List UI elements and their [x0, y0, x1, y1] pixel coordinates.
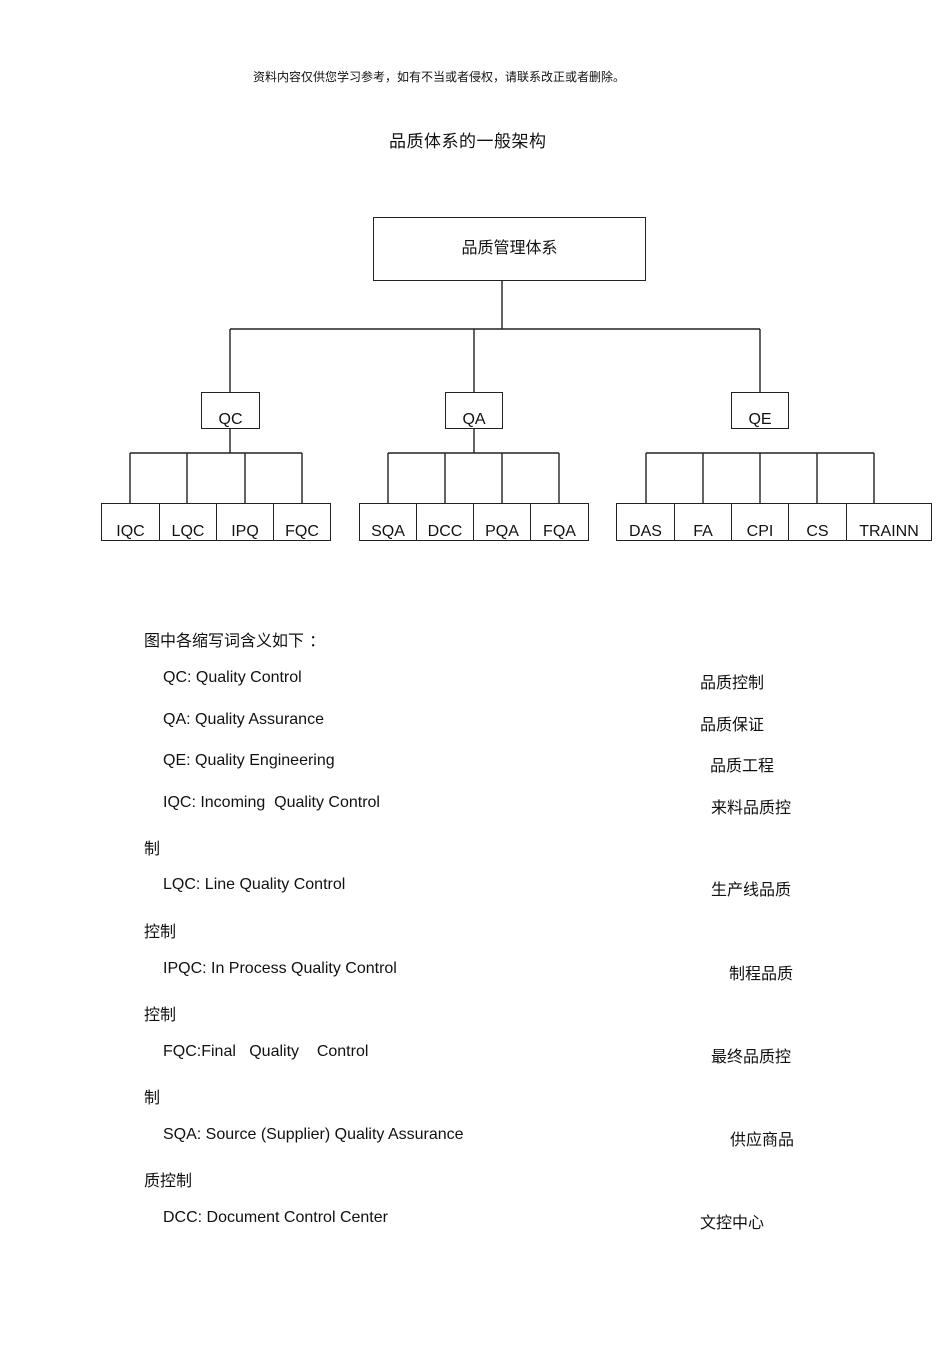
org-leaf-box: DAS — [616, 503, 675, 541]
legend-term: QA: Quality Assurance — [163, 711, 324, 728]
legend-meaning-continued: 制 — [144, 839, 161, 858]
leaf-label: FA — [693, 523, 713, 540]
leaf-label: FQC — [285, 523, 319, 540]
legend-term: LQC: Line Quality Control — [163, 876, 346, 893]
legend-heading: 图中各缩写词含义如下 ： — [144, 631, 326, 650]
org-leaf-box: SQA — [359, 503, 417, 541]
org-root-label: 品质管理体系 — [461, 238, 558, 257]
legend-term: DCC: Document Control Center — [163, 1209, 388, 1226]
legend-meaning: 最终品质控 — [711, 1047, 792, 1066]
legend-meaning-continued: 控制 — [144, 922, 177, 941]
leaf-label: PQA — [485, 523, 519, 540]
legend-term: IPQC: In Process Quality Control — [163, 960, 397, 977]
legend-meaning: 制程品质 — [729, 964, 794, 983]
leaf-label: TRAINN — [859, 523, 919, 540]
legend-meaning: 品质保证 — [700, 715, 765, 734]
leaf-label: CPI — [746, 523, 774, 540]
leaf-label: IPQ — [231, 523, 259, 540]
legend-term: FQC:Final Quality Control — [163, 1043, 369, 1060]
legend-meaning: 生产线品质 — [711, 880, 792, 899]
document-title: 品质体系的一般架构 — [389, 132, 547, 152]
org-leaf-box: FQA — [530, 503, 589, 541]
legend-meaning-continued: 控制 — [144, 1005, 177, 1024]
org-branch-qe: QE — [731, 392, 789, 429]
org-leaf-box: TRAINN — [846, 503, 932, 541]
legend-meaning: 品质控制 — [700, 673, 765, 692]
legend-meaning-continued: 制 — [144, 1088, 161, 1107]
leaf-label: DAS — [629, 523, 662, 540]
org-leaf-box: IPQ — [216, 503, 274, 541]
legend-meaning-continued: 质控制 — [144, 1171, 193, 1190]
branch-label: QC — [218, 411, 243, 428]
org-leaf-box: FA — [674, 503, 732, 541]
leaf-label: SQA — [371, 523, 405, 540]
leaf-label: CS — [806, 523, 829, 540]
legend-term: QC: Quality Control — [163, 669, 302, 686]
org-leaf-box: PQA — [473, 503, 531, 541]
org-leaf-box: CS — [788, 503, 847, 541]
legend-term: QE: Quality Engineering — [163, 752, 335, 769]
org-leaf-box: FQC — [273, 503, 331, 541]
branch-label: QA — [462, 411, 486, 428]
org-root-box: 品质管理体系 — [373, 217, 646, 281]
disclaimer-notice: 资料内容仅供您学习参考，如有不当或者侵权，请联系改正或者删除。 — [253, 70, 626, 84]
legend-meaning: 品质工程 — [710, 756, 775, 775]
org-leaf-box: LQC — [159, 503, 217, 541]
legend-meaning: 供应商品 — [730, 1130, 795, 1149]
org-chart-connectors — [129, 280, 875, 503]
legend-term: IQC: Incoming Quality Control — [163, 794, 380, 811]
leaf-label: LQC — [171, 523, 205, 540]
org-branch-qa: QA — [445, 392, 503, 429]
legend-term: SQA: Source (Supplier) Quality Assurance — [163, 1126, 464, 1143]
org-leaf-box: DCC — [416, 503, 474, 541]
legend-meaning: 来料品质控 — [711, 798, 792, 817]
leaf-label: IQC — [116, 523, 145, 540]
leaf-label: FQA — [543, 523, 576, 540]
branch-label: QE — [748, 411, 772, 428]
org-leaf-box: IQC — [101, 503, 160, 541]
legend-meaning: 文控中心 — [700, 1213, 765, 1232]
org-leaf-box: CPI — [731, 503, 789, 541]
org-branch-qc: QC — [201, 392, 260, 429]
leaf-label: DCC — [427, 523, 463, 540]
